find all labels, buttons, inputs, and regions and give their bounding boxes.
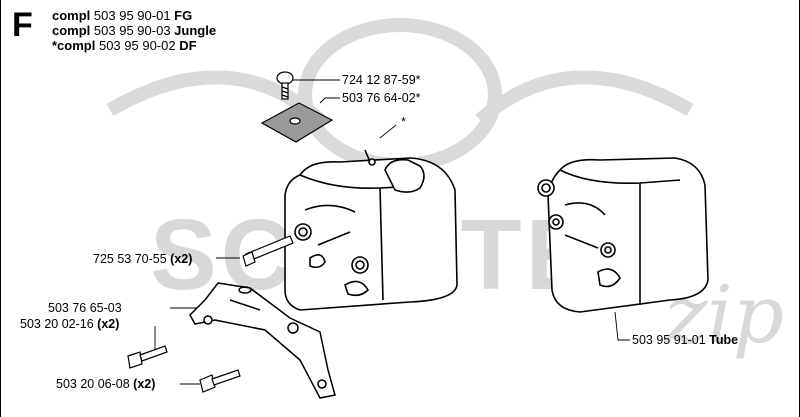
bracket-drawing — [189, 282, 336, 399]
header-row: *compl 503 95 90-02 DF — [52, 38, 197, 53]
label-screw-mid: 503 20 02-16 (x2) — [20, 317, 120, 331]
label-screw-bottom: 503 20 06-08 (x2) — [56, 377, 156, 391]
left-bolt-drawing — [242, 235, 294, 267]
label-screw-top: 724 12 87-59* — [342, 73, 421, 87]
label-bracket: 503 76 65-03 — [48, 301, 122, 315]
label-bolt-left: 725 53 70-55 (x2) — [93, 252, 193, 266]
header-row: compl 503 95 90-01 FG — [52, 8, 193, 23]
muffler-right-drawing — [537, 157, 709, 313]
label-tube: 503 95 91-01 Tube — [632, 333, 739, 347]
muffler-left-drawing — [284, 149, 458, 311]
top-screw-drawing — [276, 71, 294, 100]
label-star: * — [401, 115, 406, 129]
bottom-screw-drawing — [199, 369, 241, 393]
assembly-header: compl 503 95 90-01 FG compl 503 95 90-03… — [52, 8, 216, 53]
spark-screen-drawing — [260, 102, 334, 143]
bracket-screw-drawing — [127, 345, 168, 369]
section-letter: F — [12, 6, 33, 44]
label-spark-screen: 503 76 64-02* — [342, 91, 421, 105]
header-row: compl 503 95 90-03 Jungle — [52, 23, 217, 38]
